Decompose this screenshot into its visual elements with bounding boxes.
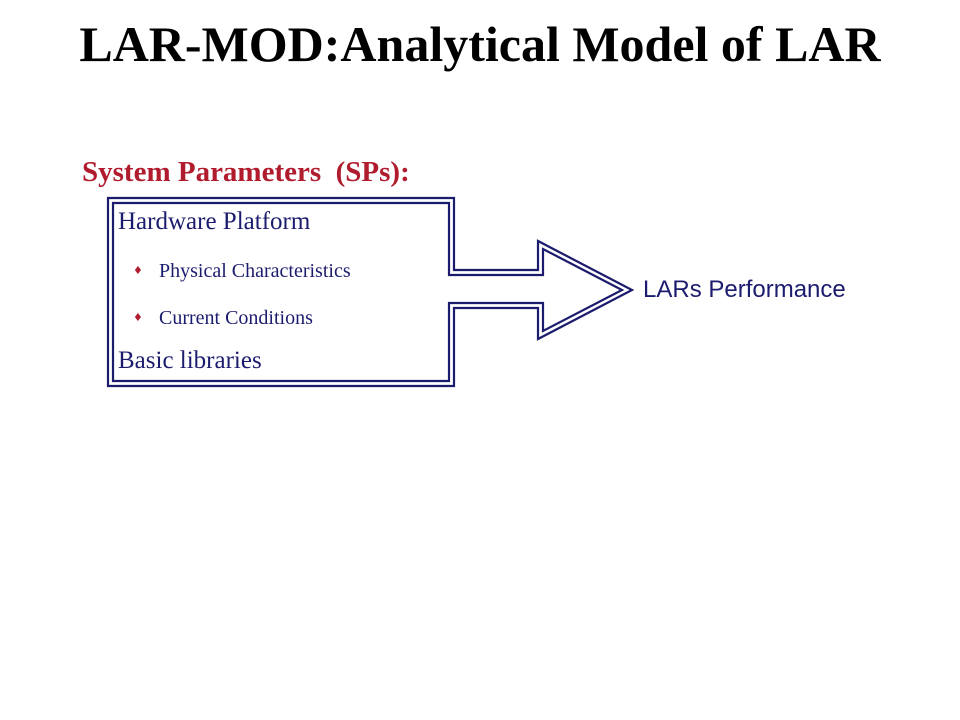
diamond-bullet-icon: ♦ (133, 264, 143, 277)
box-item-current-conditions: Current Conditions (159, 307, 313, 329)
output-label: LARs Performance (643, 276, 846, 303)
diamond-bullet-icon: ♦ (133, 311, 143, 324)
box-item-physical-characteristics: Physical Characteristics (159, 260, 351, 282)
slide-title: LAR-MOD:Analytical Model of LAR (79, 16, 881, 72)
section-heading: System Parameters (SPs): (82, 156, 410, 188)
box-arrow-outline-inner (111, 201, 625, 383)
box-item-basic-libraries: Basic libraries (118, 347, 262, 374)
box-item-hardware-platform: Hardware Platform (118, 208, 311, 235)
box-arrow-outline-outer (106, 196, 635, 388)
